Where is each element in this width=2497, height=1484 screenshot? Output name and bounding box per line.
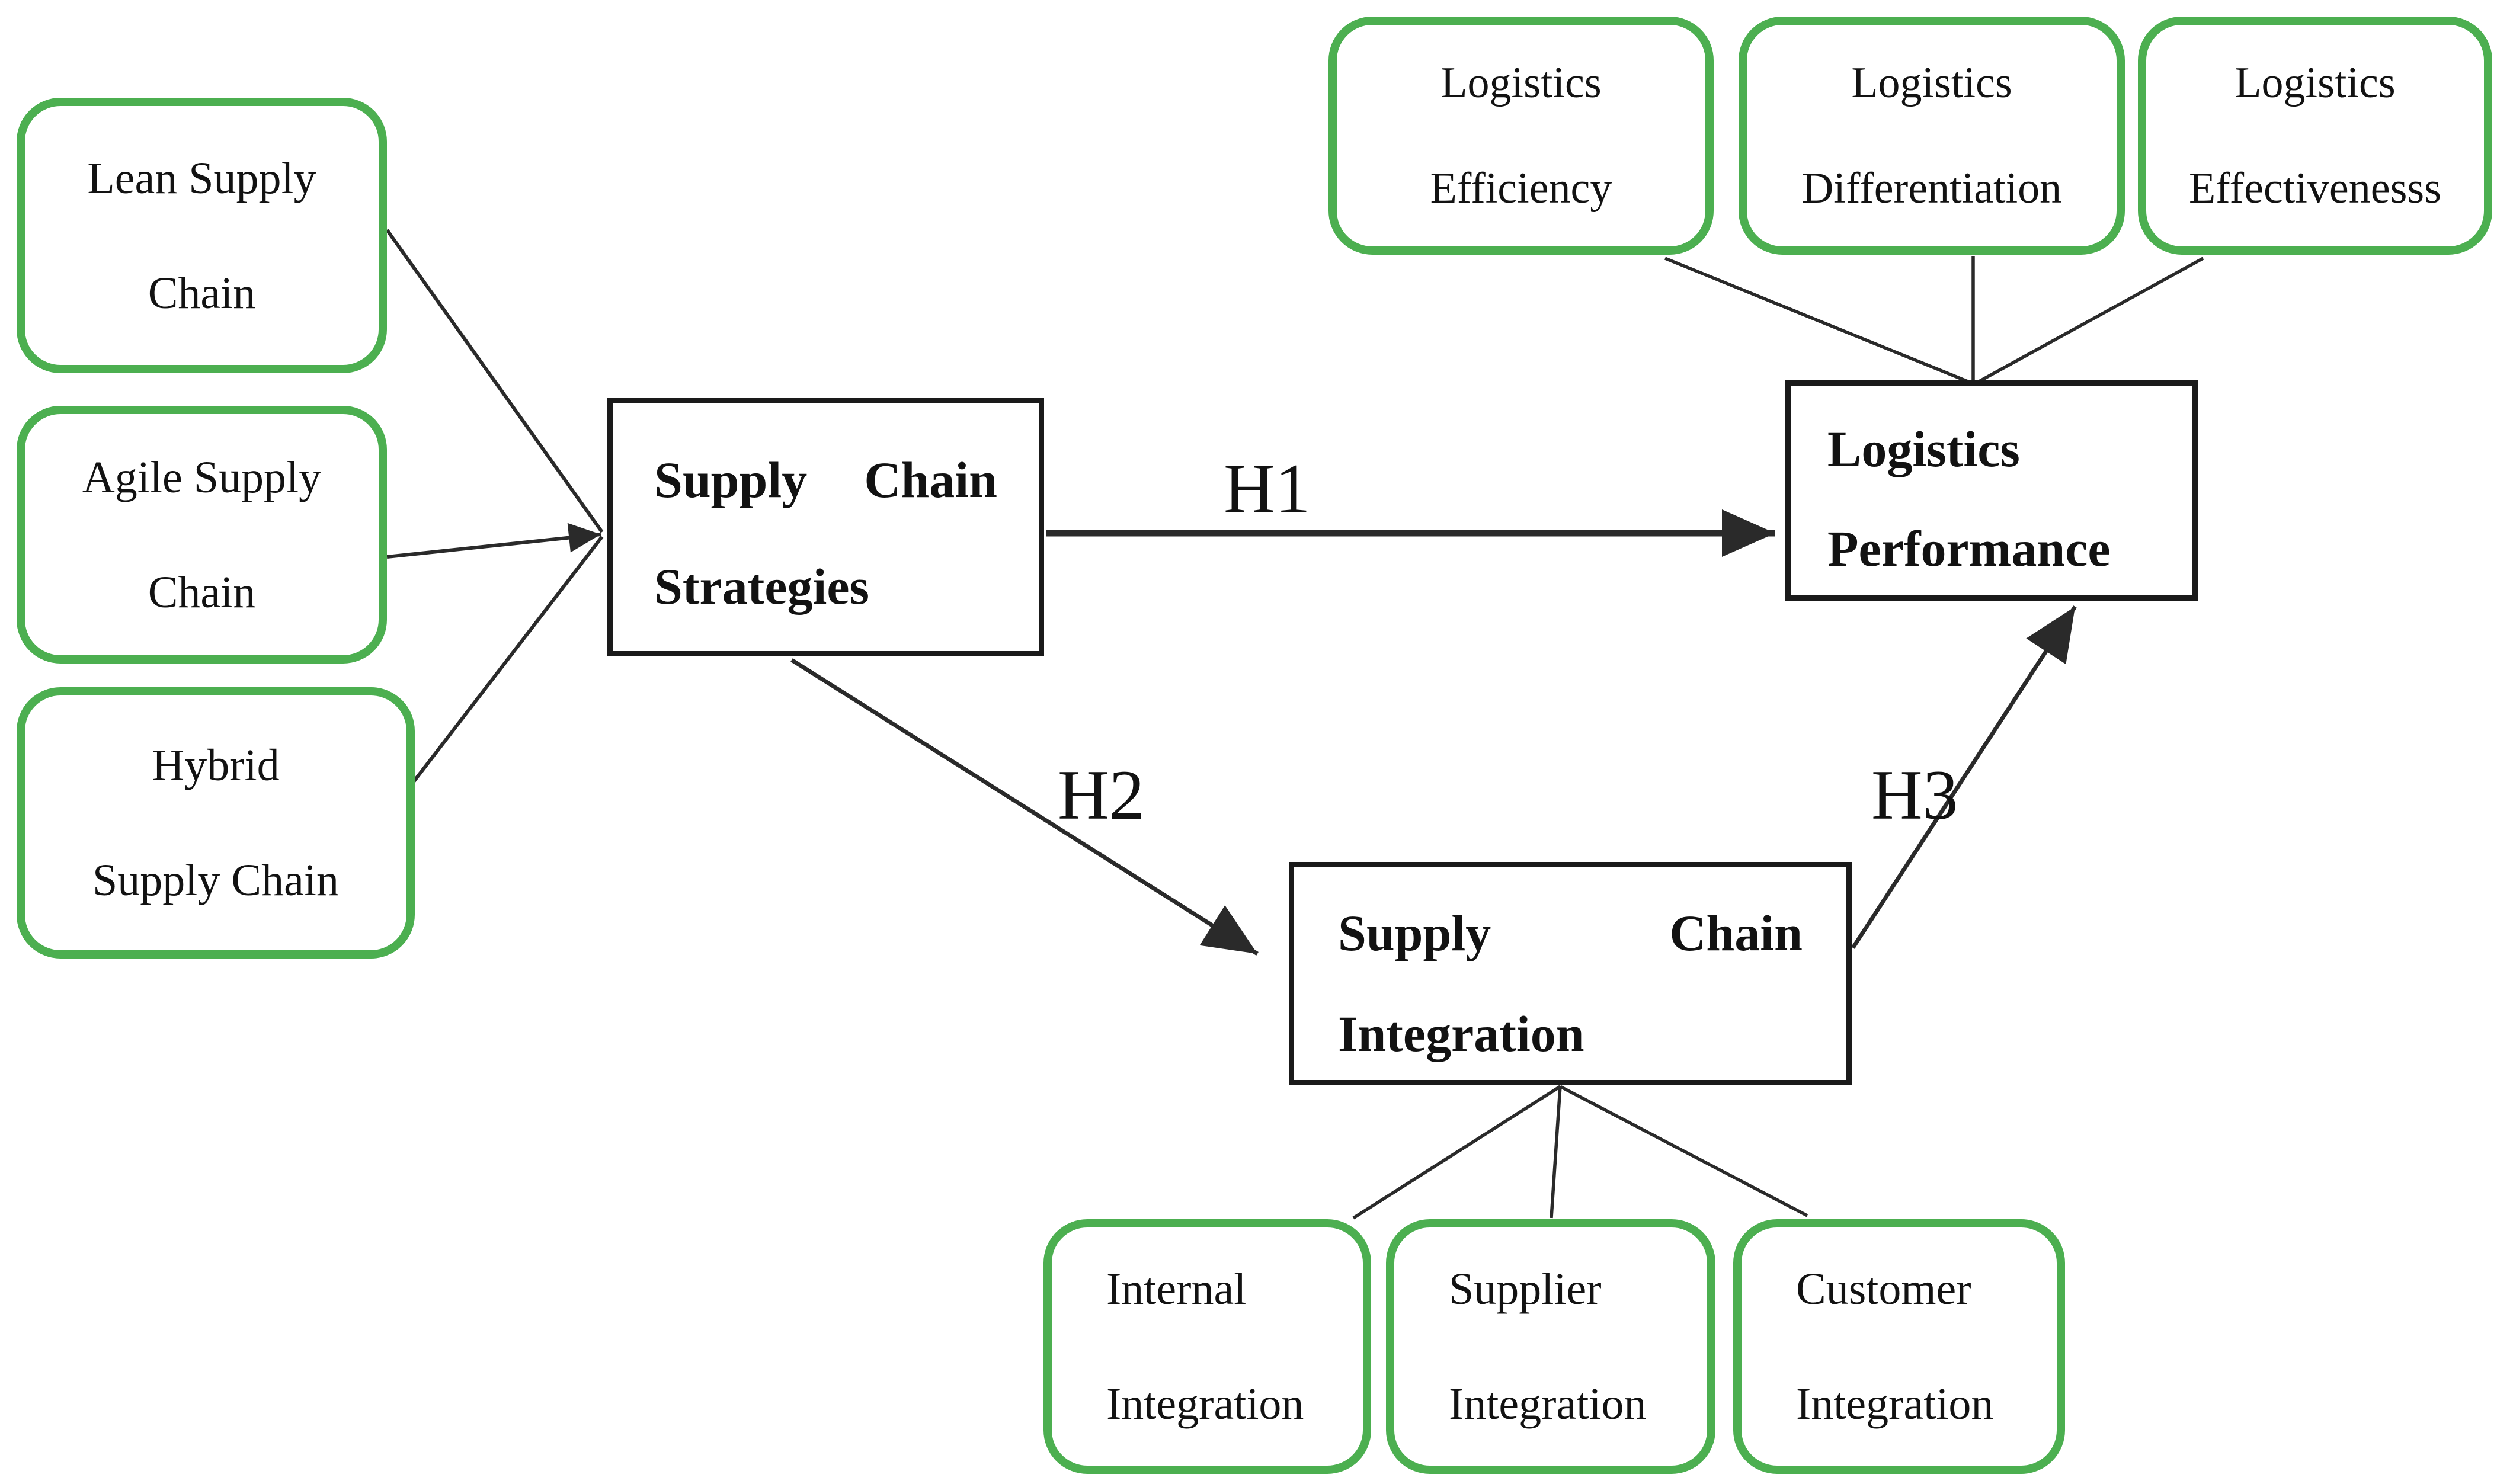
node-logistics-performance: Logistics Performance xyxy=(1785,380,2198,601)
node-logistics-efficiency: Logistics Efficiency xyxy=(1328,17,1714,255)
node-label-word: Supply xyxy=(1338,905,1491,961)
line-hybrid-to-strategies xyxy=(407,536,604,789)
node-label-line: Strategies xyxy=(654,561,997,612)
node-label-line: Integration xyxy=(1449,1379,1647,1429)
node-supply-chain-strategies: Supply Chain Strategies xyxy=(607,398,1044,656)
node-label-line: Chain xyxy=(148,268,256,318)
hypothesis-h3-label: H3 xyxy=(1871,755,1958,834)
node-label-line: Supply Chain xyxy=(92,855,339,905)
node-label-line: Logistics xyxy=(1827,424,2156,475)
node-label-line: Integration xyxy=(1106,1379,1304,1429)
line-integration-to-internal xyxy=(1352,1085,1561,1220)
node-label-word: Supply xyxy=(654,451,808,508)
arrow-h2 xyxy=(790,658,1259,956)
line-integration-to-supplier xyxy=(1550,1086,1562,1219)
node-label-line: Supply Chain xyxy=(1338,908,1803,959)
node-label-line: Integration xyxy=(1338,1008,1803,1059)
node-label-word: Integration xyxy=(1338,1005,1584,1062)
node-label-line: Internal xyxy=(1106,1264,1247,1314)
node-label-line: Performance xyxy=(1827,523,2156,574)
node-supplier-integration: Supplier Integration xyxy=(1386,1219,1715,1474)
line-integration-to-customer xyxy=(1559,1085,1808,1217)
node-label-line: Chain xyxy=(148,567,256,617)
hypothesis-h2-label: H2 xyxy=(1058,755,1145,834)
node-label-line: Lean Supply xyxy=(87,153,316,203)
node-label-line: Integration xyxy=(1796,1379,1994,1429)
node-lean-supply-chain: Lean Supply Chain xyxy=(17,98,387,373)
node-label-line: Logistics xyxy=(1851,59,2012,107)
node-label-line: Efficiency xyxy=(1430,164,1612,213)
node-logistics-effectiveness: Logistics Effectivenesss xyxy=(2138,17,2492,255)
node-logistics-differentiation: Logistics Differentiation xyxy=(1739,17,2125,255)
node-internal-integration: Internal Integration xyxy=(1043,1219,1371,1474)
hypothesis-h1-label: H1 xyxy=(1224,449,1311,528)
line-effectiveness-to-performance xyxy=(1976,257,2204,384)
node-label-word: Chain xyxy=(864,451,997,508)
node-label-line: Logistics xyxy=(2235,59,2396,107)
line-agile-to-strategies xyxy=(386,523,601,559)
node-label-line: Hybrid xyxy=(152,741,280,790)
node-customer-integration: Customer Integration xyxy=(1733,1219,2065,1474)
node-label-line: Agile Supply xyxy=(82,452,322,502)
node-label-line: Customer xyxy=(1796,1264,1971,1314)
node-label-line: Logistics xyxy=(1440,59,1602,107)
node-label-word: Strategies xyxy=(654,558,869,615)
node-label-line: Supply Chain xyxy=(654,454,997,505)
node-label-word: Performance xyxy=(1827,520,2111,577)
node-hybrid-supply-chain: Hybrid Supply Chain xyxy=(17,687,415,959)
node-label-word: Chain xyxy=(1669,905,1803,961)
node-label-line: Differentiation xyxy=(1801,164,2062,213)
node-label-word: Logistics xyxy=(1827,421,2020,477)
node-label-line: Effectivenesss xyxy=(2188,164,2442,213)
node-label-line: Supplier xyxy=(1449,1264,1602,1314)
line-efficiency-to-performance xyxy=(1664,257,1972,384)
node-agile-supply-chain: Agile Supply Chain xyxy=(17,406,387,664)
line-lean-to-strategies xyxy=(385,229,604,533)
node-supply-chain-integration: Supply Chain Integration xyxy=(1289,862,1852,1085)
